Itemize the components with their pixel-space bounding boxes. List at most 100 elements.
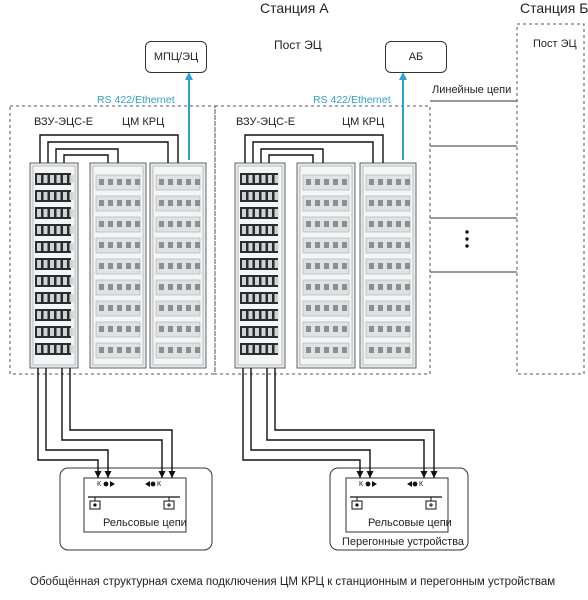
cm-cabinet-right-1-unit-cell (306, 305, 311, 311)
bottom-wire-left-3 (69, 368, 173, 478)
cm-cabinet-right-2-unit-cell (378, 221, 383, 227)
vzu-cabinet-right-module-cell (242, 345, 246, 353)
vzu-cabinet-left-module-cell (56, 260, 61, 268)
cm-cabinet-left-2-unit-cell (159, 326, 164, 332)
vzu-cabinet-right-module-cell (255, 260, 259, 268)
cm-cabinet-right-2-unit-cell (378, 242, 383, 248)
cm-cabinet-right-1-unit-cell (333, 179, 338, 185)
cm-cabinet-left-1-unit-cell (135, 326, 140, 332)
cm-cabinet-right-1-unit-cell (324, 263, 329, 269)
cm-cabinet-right-1 (296, 162, 356, 369)
cm-cabinet-left-1-unit-cell (108, 221, 113, 227)
cm-cabinet-right-2-unit-cell (405, 326, 410, 332)
vzu-cabinet-right-module-cell (268, 243, 272, 251)
cm-cabinet-left-2-unit-cell (159, 179, 164, 185)
vzu-cabinet-right-module-cell (248, 311, 253, 319)
vzu-cabinet-left-module-cell (63, 345, 67, 353)
cm-cabinet-right-2-unit-cell (396, 242, 401, 248)
cm-cabinet-right-2-unit-cell (387, 305, 392, 311)
cm-cabinet-left-2-unit-cell (168, 263, 173, 269)
vzu-cabinet-left-module-cell (56, 311, 61, 319)
cm-cabinet-left-1-unit-cell (117, 347, 122, 353)
vzu-cabinet-right-module-cell (274, 294, 279, 302)
bottom-wire-left-0 (37, 368, 99, 478)
cm-cabinet-right-2-unit-cell (369, 305, 374, 311)
vzu-cabinet-left-module-cell (63, 260, 67, 268)
vzu-cabinet-right-module-cell (255, 192, 259, 200)
vzu-cabinet-left-module-cell (37, 192, 41, 200)
vzu-cabinet-left-module-cell (50, 243, 54, 251)
cm-cabinet-right-1-unit-cell (324, 221, 329, 227)
cm-cabinet-right-1-unit-cell (324, 242, 329, 248)
vzu-cabinet-right-module-cell (261, 311, 266, 319)
vzu-cabinet-left-module-cell (69, 243, 74, 251)
cm-cabinet-right-2-unit-cell (405, 242, 410, 248)
vzu-cabinet-left-module-cell (56, 328, 61, 336)
cm-cabinet-left-2-unit-cell (195, 263, 200, 269)
vzu-cabinet-right-module-cell (268, 294, 272, 302)
vzu-cabinet-left-module-cell (50, 345, 54, 353)
vzu-cabinet-right-module-cell (248, 209, 253, 217)
cm-cabinet-left-2-unit-cell (177, 200, 182, 206)
rs-link-right-head (399, 72, 407, 80)
ellipsis-dot (465, 230, 469, 234)
vzu-cabinet-left-module-cell (63, 294, 67, 302)
bottom-wire-left-arrow-1 (104, 471, 112, 478)
vzu-cabinet-right-module-cell (255, 345, 259, 353)
bottom-wire-right-arrow-0 (356, 471, 364, 478)
cm-cabinet-right-2-unit-cell (378, 305, 383, 311)
cm-cabinet-right-2-unit-cell (387, 284, 392, 290)
bottom-wire-left-2 (61, 368, 163, 478)
cm-cabinet-left-2-unit-cell (195, 221, 200, 227)
cm-cabinet-left-1-unit-cell (126, 242, 131, 248)
cm-cabinet-left-2-unit-cell (168, 347, 173, 353)
vzu-cabinet-right-module-cell (268, 345, 272, 353)
track-circuits-label-left: Рельсовые цепи (103, 517, 187, 529)
vzu-cabinet-right-module-cell (274, 260, 279, 268)
cm-cabinet-right-1-unit-cell (333, 326, 338, 332)
vzu-cabinet-left-module-cell (50, 311, 54, 319)
cm-cabinet-right-2-unit-cell (378, 326, 383, 332)
cm-cabinet-right-1-unit-cell (324, 347, 329, 353)
cm-cabinet-right-1-unit-cell (306, 221, 311, 227)
cm-cabinet-left-2-unit-cell (186, 200, 191, 206)
cm-cabinet-left-1-unit-cell (135, 221, 140, 227)
cm-cabinet-right-1-unit-cell (306, 347, 311, 353)
vzu-cabinet-left-module-cell (43, 294, 48, 302)
vzu-cabinet-left-module-cell (56, 226, 61, 234)
cm-cabinet-left-2-unit-cell (195, 200, 200, 206)
vzu-cabinet-left-module-cell (43, 345, 48, 353)
cm-cabinet-right-1-unit-cell (315, 221, 320, 227)
cm-cabinet-right-1-unit-cell (315, 242, 320, 248)
cm-cabinet-right-2-unit-cell (378, 200, 383, 206)
cm-cabinet-left-2-unit-cell (177, 179, 182, 185)
cm-cabinet-right-1-unit-cell (333, 200, 338, 206)
cm-cabinet-right-2-unit-cell (387, 221, 392, 227)
bottom-wire-left-arrow-0 (94, 471, 102, 478)
cm-cabinet-right-1-unit-cell (315, 200, 320, 206)
track-symbols-left-k-arrow-1 (110, 481, 115, 487)
cm-cabinet-left-1-unit-cell (108, 242, 113, 248)
cm-cabinet-left-1-unit-cell (117, 284, 122, 290)
bottom-wire-right-arrow-1 (366, 471, 374, 478)
cm-cabinet-left-1-unit-cell (117, 242, 122, 248)
vzu-cabinet-right-module-cell (255, 243, 259, 251)
ellipsis-dot (465, 237, 469, 241)
cm-cabinet-right-1-unit-cell (342, 200, 347, 206)
vzu-cabinet-left-module-cell (43, 260, 48, 268)
cm-cabinet-left-1-unit-cell (117, 200, 122, 206)
vzu-cabinet-left-module-cell (50, 328, 54, 336)
vzu-cabinet-right-module-cell (268, 209, 272, 217)
cm-cabinet-right-1-unit-cell (306, 284, 311, 290)
vzu-cabinet-left-module-cell (43, 243, 48, 251)
vzu-cabinet-left-module-cell (56, 192, 61, 200)
track-symbols-right-k-dot-2 (412, 481, 418, 487)
rs-interface-label-left: RS 422/Ethernet (97, 94, 175, 106)
top-wire-left-1 (39, 134, 179, 163)
bottom-wire-right-3 (274, 368, 435, 478)
vzu-cabinet-right-module-cell (268, 277, 272, 285)
vzu-cabinet-right (234, 162, 286, 369)
vzu-cabinet-right-module-cell (268, 226, 272, 234)
cm-cabinet-left-1-unit-cell (126, 221, 131, 227)
vzu-cabinet-left-module-cell (43, 175, 48, 183)
